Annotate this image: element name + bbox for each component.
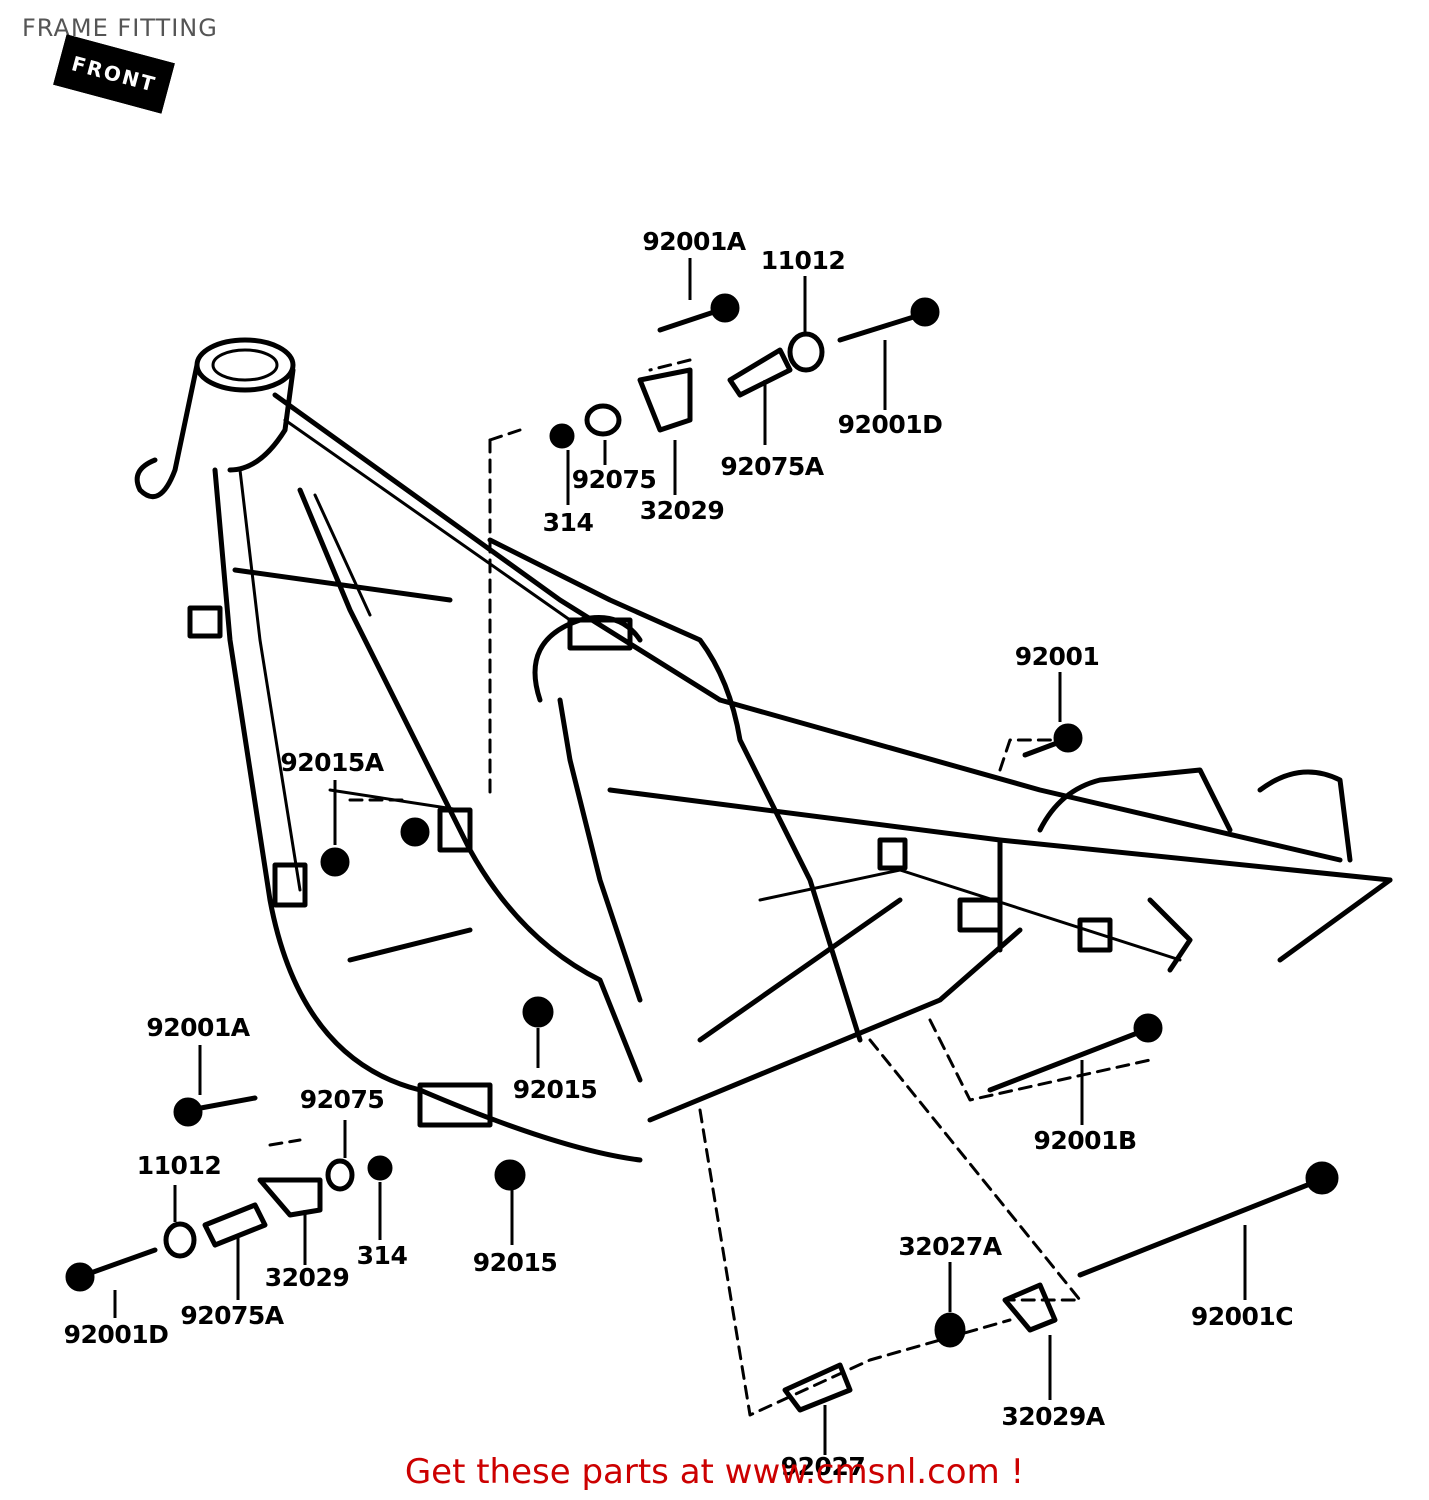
part-label-92075-top[interactable]: 92075 (571, 465, 657, 494)
page-title: FRAME FITTING (22, 14, 218, 42)
part-label-92075a-left[interactable]: 92075A (180, 1301, 284, 1330)
steering-head-top (194, 337, 296, 393)
part-label-32029-left[interactable]: 32029 (264, 1263, 350, 1292)
part-label-92001[interactable]: 92001 (1014, 642, 1100, 671)
part-label-92001b[interactable]: 92001B (1033, 1126, 1137, 1155)
part-label-92027[interactable]: 92027 (780, 1452, 866, 1481)
part-label-92075a-top[interactable]: 92075A (720, 452, 824, 481)
part-label-92001a-top[interactable]: 92001A (642, 227, 746, 256)
part-label-314-left[interactable]: 314 (356, 1241, 408, 1270)
part-label-92001a-left[interactable]: 92001A (146, 1013, 250, 1042)
part-label-92015-mid[interactable]: 92015 (512, 1075, 598, 1104)
part-label-92001c[interactable]: 92001C (1190, 1302, 1294, 1331)
part-label-314-top[interactable]: 314 (542, 508, 594, 537)
part-label-32029a[interactable]: 32029A (1001, 1402, 1105, 1431)
cta-banner: Get these parts at www.cmsnl.com ! (0, 1452, 1429, 1492)
part-label-32029-top[interactable]: 32029 (639, 496, 725, 525)
part-label-11012-top[interactable]: 11012 (760, 246, 846, 275)
part-label-92001d-left[interactable]: 92001D (63, 1320, 169, 1349)
cta-link[interactable]: Get these parts at www.cmsnl.com ! (404, 1452, 1025, 1492)
part-label-11012-left[interactable]: 11012 (136, 1151, 222, 1180)
part-label-92001d-top[interactable]: 92001D (837, 410, 943, 439)
part-label-32027a[interactable]: 32027A (898, 1232, 1002, 1261)
part-label-92015-low[interactable]: 92015 (472, 1248, 558, 1277)
part-label-92075-left[interactable]: 92075 (299, 1085, 385, 1114)
part-label-92015a[interactable]: 92015A (280, 748, 384, 777)
